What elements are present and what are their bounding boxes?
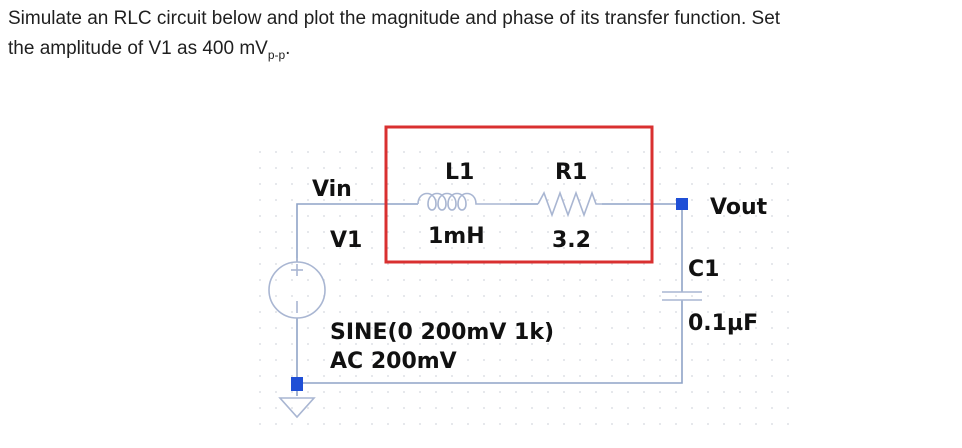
question-line-2-suffix: . — [285, 38, 291, 59]
source-label-v1: V1 — [330, 228, 362, 253]
wire-vin — [296, 203, 418, 262]
wires — [296, 203, 683, 396]
source-spec-line-2: AC 200mV — [330, 349, 457, 374]
highlight-box — [384, 125, 654, 264]
net-label-vin: Vin — [312, 177, 352, 202]
resistor-value: 3.2 — [552, 228, 591, 253]
vout-net-marker — [676, 198, 688, 210]
source-spec-line-1: SINE(0 200mV 1k) — [330, 320, 554, 345]
schematic-grid — [259, 151, 789, 425]
question-line-1: Simulate an RLC circuit below and plot t… — [8, 8, 781, 29]
resistor-r1-symbol — [537, 190, 602, 218]
capacitor-label-c1: C1 — [688, 257, 719, 282]
inductor-l1-symbol — [417, 192, 510, 211]
inductor-label-l1: L1 — [445, 160, 474, 185]
capacitor-c1-symbol — [662, 291, 702, 301]
question-line-2: the amplitude of V1 as 400 mVp-p. — [8, 34, 948, 64]
question-line-2-subscript: p-p — [267, 47, 286, 62]
wire-c1-ground — [297, 300, 683, 384]
net-label-vout: Vout — [710, 195, 768, 220]
inductor-value: 1mH — [428, 224, 485, 249]
resistor-label-r1: R1 — [555, 160, 587, 185]
question-text: Simulate an RLC circuit below and plot t… — [8, 4, 948, 64]
voltage-source-v1-symbol — [268, 258, 326, 319]
ground-net-marker — [291, 377, 303, 391]
capacitor-value: 0.1µF — [688, 311, 758, 336]
question-line-2-prefix: the amplitude of V1 as 400 mV — [8, 38, 268, 59]
ground-symbol — [278, 397, 316, 419]
